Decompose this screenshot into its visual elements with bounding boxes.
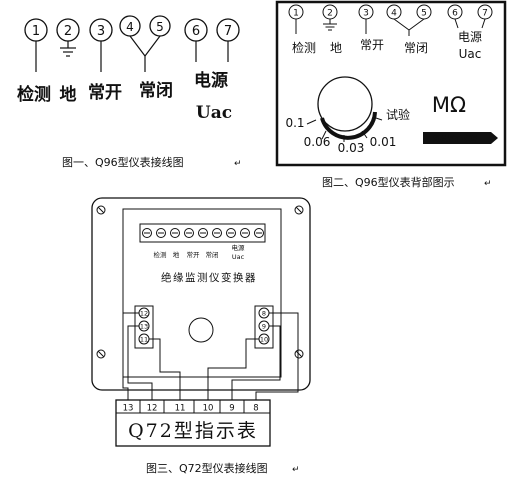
fig3-label-uac: Uac — [232, 253, 245, 261]
fig2-logo-text: SAFT·CE — [433, 134, 478, 145]
fig1-caption-mark: ↵ — [234, 159, 242, 169]
fig2-terminal-7: 7 — [477, 4, 493, 29]
fig2-dial-ticks — [306, 116, 383, 142]
figure-1: 1 2 3 4 5 — [17, 15, 242, 169]
fig3-label-power: 电源 — [232, 243, 246, 252]
fig1-label-detect: 检测 — [17, 84, 51, 105]
fig1-label-power: 电源 — [194, 70, 228, 91]
fig2-unit: MΩ — [432, 93, 466, 117]
fig1-num-6: 6 — [192, 24, 200, 39]
fig2-num-2: 2 — [327, 9, 333, 19]
fig1-terminal-4: 4 — [119, 15, 141, 37]
fig2-dial-01: 0.1 — [285, 116, 304, 130]
fig1-wire-5 — [144, 35, 161, 57]
fig1-label-no: 常开 — [88, 82, 122, 103]
fig2-dial-test: 试验 — [386, 107, 410, 122]
fig1-label-nc: 常闭 — [139, 80, 173, 101]
fig3-meter-term-8: 8 — [253, 404, 258, 414]
fig2-label-power: 电源 — [458, 30, 482, 44]
fig1-num-1: 1 — [32, 24, 40, 39]
fig2-terminal-2: 2 — [322, 4, 338, 31]
fig3-right-term-10: 10 — [260, 336, 268, 344]
fig3-meter-term-10: 10 — [203, 404, 214, 414]
fig3-transducer-box — [122, 208, 282, 378]
fig2-dial-001: 0.01 — [370, 135, 397, 149]
fig2-label-ground: 地 — [330, 41, 342, 55]
fig2-num-7: 7 — [482, 9, 488, 19]
fig3-panel — [91, 197, 311, 391]
fig2-dial-rim — [320, 111, 377, 140]
fig3-mount-holes — [96, 205, 304, 359]
fig1-wire-4 — [129, 35, 146, 57]
fig2-caption: 图二、Q96型仪表背部图示 — [322, 175, 455, 189]
fig3-label-ground: 地 — [173, 250, 180, 259]
fig3-caption-mark: ↵ — [292, 465, 300, 475]
fig1-num-5: 5 — [156, 20, 164, 34]
fig2-caption-mark: ↵ — [484, 179, 492, 189]
fig1-terminal-6: 6 — [184, 18, 208, 62]
fig1-num-4: 4 — [126, 20, 134, 34]
fig2-dial-006: 0.06 — [304, 135, 331, 149]
fig2-num-4: 4 — [391, 9, 397, 19]
fig3-label-nc: 常闭 — [206, 250, 219, 259]
fig3-meter-term-11: 11 — [175, 404, 186, 414]
figure-3: 检测 地 常开 常闭 电源 Uac 绝缘监测仪变换器 12 13 11 8 9 … — [91, 197, 311, 475]
fig2-terminal-6: 6 — [447, 4, 463, 29]
fig2-logo: SAFT·CE — [423, 132, 498, 145]
figure-2: 1 2 3 4 5 — [275, 0, 507, 189]
fig1-label-uac: Uac — [196, 103, 232, 123]
fig1-terminal-1: 1 — [24, 18, 48, 72]
fig2-num-5: 5 — [421, 9, 427, 19]
fig3-label-detect: 检测 — [154, 250, 168, 259]
fig1-num-2: 2 — [64, 24, 72, 39]
fig2-label-uac: Uac — [459, 47, 482, 61]
fig3-meter-term-13: 13 — [123, 404, 134, 414]
fig3-right-term-8: 8 — [262, 310, 266, 318]
fig1-terminal-2: 2 — [56, 18, 80, 57]
fig1-ground-icon — [60, 47, 76, 57]
fig2-num-3: 3 — [363, 9, 369, 19]
fig2-num-1: 1 — [293, 9, 299, 19]
fig3-knob — [188, 317, 214, 343]
fig1-terminal-7: 7 — [216, 18, 240, 62]
fig3-terminal-strip — [139, 223, 266, 243]
fig1-label-ground: 地 — [60, 84, 77, 105]
fig3-left-term-12: 12 — [140, 310, 148, 318]
fig3-title: 绝缘监测仪变换器 — [161, 271, 257, 284]
fig1-caption: 图一、Q96型仪表接线图 — [62, 155, 184, 169]
fig2-dial — [317, 76, 373, 132]
fig2-label-nc: 常闭 — [404, 41, 428, 55]
fig1-terminal-5: 5 — [149, 15, 171, 37]
fig2-num-6: 6 — [452, 9, 458, 19]
fig1-terminal-3: 3 — [89, 18, 113, 72]
fig3-meter-term-12: 12 — [147, 404, 158, 414]
fig3-screws — [142, 228, 264, 238]
fig3-indicator-meter: 13 12 11 10 9 8 Q72型指示表 — [115, 399, 271, 447]
fig3-meter-title: Q72型指示表 — [128, 420, 258, 442]
fig2-label-no: 常开 — [360, 38, 384, 52]
fig3-wires — [122, 312, 299, 400]
fig3-right-term-9: 9 — [262, 323, 266, 331]
fig3-left-term-11: 11 — [140, 336, 148, 344]
fig3-meter-term-9: 9 — [229, 404, 234, 414]
fig2-terminal-3: 3 — [358, 4, 374, 34]
fig2-dial-003: 0.03 — [338, 141, 365, 155]
fig2-terminal-1: 1 — [288, 4, 304, 34]
fig1-num-7: 7 — [224, 24, 232, 39]
fig2-label-detect: 检测 — [292, 40, 316, 55]
fig3-label-no: 常开 — [187, 250, 201, 259]
fig1-num-3: 3 — [97, 24, 105, 39]
fig3-caption: 图三、Q72型仪表接线图 — [146, 461, 268, 475]
fig2-ground-icon — [323, 23, 337, 31]
fig3-left-term-13: 13 — [140, 323, 148, 331]
